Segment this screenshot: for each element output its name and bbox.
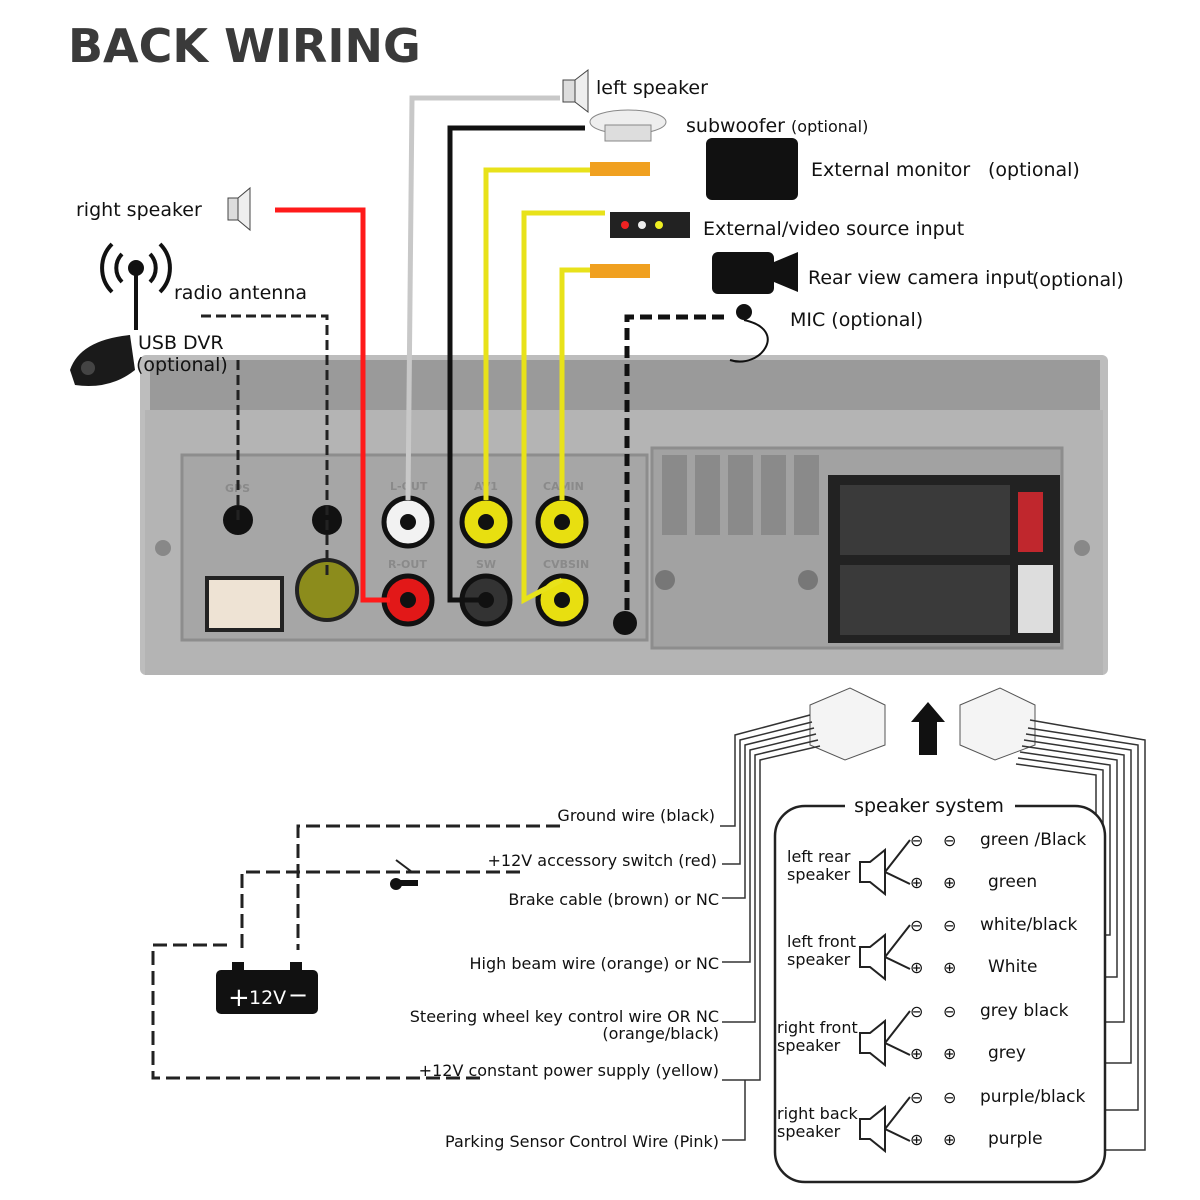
- rear-camera-note: (optional): [1032, 269, 1124, 291]
- wire-color-negative: green /Black: [980, 830, 1086, 850]
- speaker-icon: [859, 839, 911, 897]
- signal-wires: [200, 95, 730, 610]
- video-input-label: External/video source input: [703, 218, 964, 240]
- right-speaker-icon: [227, 186, 251, 232]
- wire-color-negative: purple/black: [980, 1087, 1086, 1107]
- speaker-name: speaker: [787, 865, 851, 884]
- positive-terminal-icon: ⊕: [910, 1044, 923, 1063]
- negative-terminal-icon: ⊖: [910, 1088, 923, 1107]
- ignition-key-icon: [390, 859, 418, 890]
- wire-label-parking: Parking Sensor Control Wire (Pink): [445, 1132, 719, 1151]
- speaker-name: left rear: [787, 847, 851, 866]
- positive-terminal-icon: ⊕: [943, 958, 956, 977]
- speaker-name: right front: [777, 1018, 858, 1037]
- negative-terminal-icon: ⊖: [943, 1088, 956, 1107]
- port-label-r-out: R-OUT: [388, 558, 427, 571]
- right-speaker-label: right speaker: [76, 199, 202, 221]
- speaker-system: speaker system left rearspeaker⊖⊕⊖⊕green…: [773, 795, 1107, 1184]
- battery-plus: +: [228, 983, 250, 1013]
- usb-dvr-note: (optional): [136, 354, 228, 376]
- port-label-cvbsin: CVBSIN: [543, 558, 589, 571]
- wire-label-acc: +12V accessory switch (red): [487, 851, 717, 870]
- wire-label-ground: Ground wire (black): [557, 806, 715, 825]
- negative-terminal-icon: ⊖: [910, 916, 923, 935]
- arrow-up-icon: [911, 702, 945, 755]
- rca-plug-icon: [590, 264, 650, 278]
- speaker-name: left front: [787, 932, 856, 951]
- battery-label: 12V: [249, 987, 286, 1009]
- negative-terminal-icon: ⊖: [943, 1002, 956, 1021]
- speaker-icon: [859, 1010, 911, 1068]
- port-label-sw: SW: [476, 558, 496, 571]
- wire-label-high-beam: High beam wire (orange) or NC: [470, 954, 720, 973]
- wire-label-brake: Brake cable (brown) or NC: [508, 890, 719, 909]
- usb-dvr-label: USB DVR: [138, 332, 224, 354]
- positive-terminal-icon: ⊕: [910, 958, 923, 977]
- mic-label: MIC (optional): [790, 309, 923, 331]
- mic-icon: [729, 304, 769, 363]
- speaker-system-title: speaker system: [854, 795, 1004, 817]
- rca-plug-icon: [590, 162, 650, 176]
- diagram-title: BACK WIRING: [68, 19, 421, 73]
- speaker-name: speaker: [787, 950, 851, 969]
- positive-terminal-icon: ⊕: [943, 1130, 956, 1149]
- subwoofer-icon: [589, 109, 667, 142]
- positive-terminal-icon: ⊕: [943, 873, 956, 892]
- negative-terminal-icon: ⊖: [943, 916, 956, 935]
- wire-color-positive: green: [988, 872, 1037, 892]
- external-monitor-note: (optional): [988, 159, 1080, 181]
- video-source-icon: [610, 212, 690, 238]
- speaker-name: speaker: [777, 1036, 841, 1055]
- iso-connector-left: [809, 687, 886, 761]
- power-wire-labels: Ground wire (black) +12V accessory switc…: [410, 806, 719, 1151]
- negative-terminal-icon: ⊖: [910, 1002, 923, 1021]
- wire-label-steering-color: (orange/black): [602, 1024, 719, 1043]
- wire-color-positive: grey: [988, 1043, 1026, 1063]
- camera-icon: [712, 252, 798, 294]
- wire-color-negative: white/black: [980, 915, 1078, 935]
- speaker-icon: [859, 924, 911, 982]
- left-speaker-label: left speaker: [596, 77, 708, 99]
- power-harness: [720, 714, 821, 1141]
- iso-connector-right: [959, 687, 1036, 761]
- battery-icon: + 12V −: [216, 962, 318, 1014]
- external-monitor-label: External monitor: [811, 159, 970, 181]
- wire-label-steering: Steering wheel key control wire OR NC: [410, 1007, 719, 1026]
- speaker-icon: [859, 1096, 911, 1154]
- head-unit: GPS L-OUT AV1 CAMIN R-OUT SW CVBSIN: [140, 355, 1108, 675]
- positive-terminal-icon: ⊕: [910, 1130, 923, 1149]
- negative-terminal-icon: ⊖: [910, 831, 923, 850]
- speaker-name: speaker: [777, 1122, 841, 1141]
- battery-minus: −: [288, 981, 308, 1009]
- usb-dvr-icon: [70, 335, 135, 386]
- radio-antenna-icon: [100, 242, 172, 330]
- external-monitor-icon: [706, 138, 798, 200]
- negative-terminal-icon: ⊖: [943, 831, 956, 850]
- positive-terminal-icon: ⊕: [910, 873, 923, 892]
- wire-color-positive: purple: [988, 1129, 1043, 1149]
- radio-antenna-label: radio antenna: [174, 282, 307, 304]
- wire-label-constant: +12V constant power supply (yellow): [419, 1061, 719, 1080]
- rear-camera-label: Rear view camera input: [808, 267, 1034, 289]
- left-speaker-icon: [562, 68, 589, 114]
- positive-terminal-icon: ⊕: [943, 1044, 956, 1063]
- battery-wires: [151, 824, 560, 1080]
- speaker-name: right back: [777, 1104, 858, 1123]
- wire-color-negative: grey black: [980, 1001, 1069, 1021]
- wire-color-positive: White: [988, 957, 1037, 977]
- subwoofer-label: subwoofer (optional): [686, 115, 868, 137]
